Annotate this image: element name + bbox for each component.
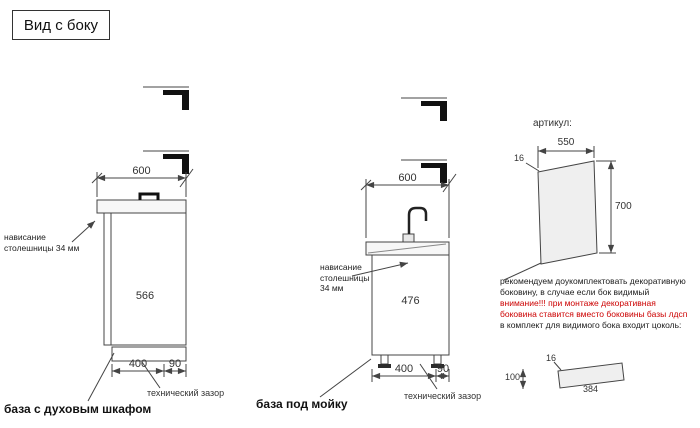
dimension-lines	[371, 369, 450, 382]
page-title: Вид с боку	[23, 16, 99, 34]
oven-handle	[138, 192, 160, 200]
oven-bottom-depth-dim: 400	[128, 358, 148, 370]
countertop	[96, 199, 187, 214]
leader-lines	[71, 220, 161, 402]
note-line2: боковину, в случае если бок видимый	[500, 287, 650, 297]
faucet	[407, 206, 428, 234]
sink-base-drawing	[319, 97, 457, 398]
plinth-length-dim: 384	[583, 384, 599, 394]
sink-gap-label: технический зазор	[404, 391, 482, 401]
side-panel-drawing	[503, 146, 625, 389]
sink-top-width-dim: 600	[398, 172, 417, 184]
dimension-lines	[519, 361, 562, 389]
wall-bracket-icon	[401, 97, 447, 121]
oven-top-width-dim: 600	[132, 165, 151, 177]
panel-width-dim: 550	[557, 137, 575, 148]
dimension-lines	[111, 364, 187, 377]
panel-height-dim: 700	[615, 201, 632, 212]
note-line1: рекомендуем доукомплектовать декоративну…	[500, 276, 686, 286]
oven-caption: база с духовым шкафом	[4, 402, 152, 416]
dimension-lines	[360, 173, 457, 238]
sink-bottom-depth-dim: 400	[394, 363, 414, 375]
plinth-thickness-dim: 16	[546, 353, 557, 363]
wall-bracket-icon	[401, 159, 447, 183]
legs	[378, 354, 444, 368]
oven-overhang-label: нависание столешницы 34 мм	[4, 232, 80, 253]
note-line3: внимание!!! при монтаже декоративная	[500, 298, 656, 308]
oven-base-drawing	[71, 86, 194, 402]
wall-bracket-icon	[143, 86, 189, 110]
plinth-height-dim: 100	[504, 372, 520, 382]
dimension-lines	[525, 146, 595, 172]
oven-height-dim: 566	[135, 290, 155, 302]
faucet-base	[402, 233, 415, 243]
note-line5: в комплект для видимого бока входит цоко…	[500, 320, 682, 330]
cabinet-body	[371, 254, 450, 356]
dimension-lines	[596, 160, 616, 254]
oven-gap-label: технический зазор	[147, 388, 225, 398]
plinth	[111, 346, 187, 362]
dimension-lines	[91, 168, 194, 197]
sink-caption: база под мойку	[256, 397, 348, 411]
sink-back-gap-dim: 90	[436, 363, 450, 375]
articul-label: артикул:	[533, 118, 572, 129]
oven-back-gap-dim: 90	[168, 358, 182, 370]
cabinet-body	[103, 212, 187, 346]
sink-section-line	[367, 243, 447, 254]
leader-lines	[319, 261, 438, 398]
sink-overhang-label: нависание столешницы 34 мм	[320, 262, 370, 293]
title-box: Вид с боку	[12, 10, 110, 40]
panel-thickness-dim: 16	[514, 153, 525, 163]
wall-bracket-icon	[143, 150, 189, 174]
panel-shape	[537, 160, 598, 265]
note-line4: боковина ставится вместо боковины базы л…	[500, 309, 688, 319]
notes-leader-line	[503, 262, 542, 281]
plinth-shape	[557, 362, 625, 389]
sink-height-dim: 476	[401, 295, 420, 307]
